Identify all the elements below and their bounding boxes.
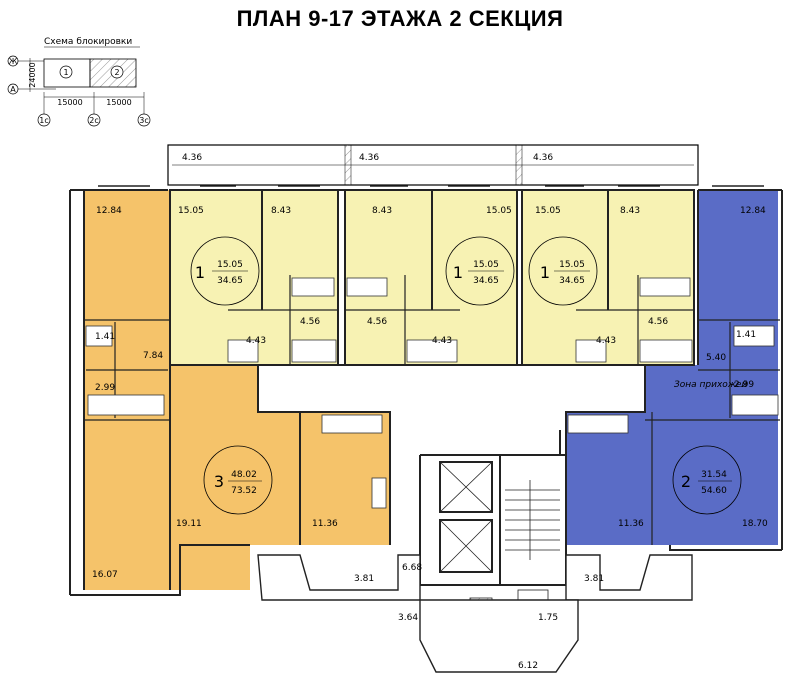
area-orange-wc: 2.99 [95, 383, 115, 393]
room-area-labels: 12.84 1.41 7.84 2.99 19.11 11.36 16.07 1… [92, 206, 768, 671]
area-blue-hall: 5.40 [706, 353, 726, 363]
area-orange-living: 19.11 [176, 519, 202, 529]
area-y3-room: 15.05 [535, 206, 561, 216]
apartment-2-total: 34.65 [473, 276, 499, 286]
apartment-3: 1 15.05 34.65 [528, 236, 598, 306]
walls [69, 189, 783, 596]
block-scheme: Схема блокировки Ж А 24000 1 2 15000 150… [7, 37, 151, 127]
apartment-4-rooms: 3 [214, 472, 224, 491]
apartment-5-total: 54.60 [701, 486, 727, 496]
apartment-5: 2 31.54 54.60 [672, 445, 742, 515]
scheme-axis-row-1: Ж [9, 57, 18, 66]
area-bay: 6.12 [518, 661, 538, 671]
scheme-section-2: 2 [114, 68, 119, 77]
scheme-axis-col-3: 3с [139, 116, 149, 125]
apartment-4-total: 73.52 [231, 486, 257, 496]
scheme-caption: Схема блокировки [44, 37, 132, 47]
area-y2-bath: 4.56 [367, 317, 387, 327]
area-loggia-right: 3.81 [584, 574, 604, 584]
area-orange-kitchen: 11.36 [312, 519, 338, 529]
area-orange-bottom: 16.07 [92, 570, 118, 580]
area-y1-kitchen: 8.43 [271, 206, 291, 216]
area-shaft: 1.75 [538, 613, 558, 623]
area-orange-left-top: 12.84 [96, 206, 122, 216]
scheme-axis-row-2: А [10, 85, 16, 94]
balcony-strip: 4.36 4.36 4.36 [167, 144, 699, 186]
area-orange-bath: 1.41 [95, 332, 115, 342]
page-title: ПЛАН 9-17 ЭТАЖА 2 СЕКЦИЯ [236, 6, 564, 31]
area-y3-bath: 4.56 [648, 317, 668, 327]
area-loggia-left: 3.81 [354, 574, 374, 584]
apartment-2-rooms: 1 [453, 263, 463, 282]
apartment-3-total: 34.65 [559, 276, 585, 286]
area-zone-label: Зона прихожей [674, 380, 747, 390]
apartment-4-living: 48.02 [231, 470, 257, 480]
area-y1-bath: 4.56 [300, 317, 320, 327]
apartment-5-living: 31.54 [701, 470, 727, 480]
apartment-labels: 1 15.05 34.65 1 15.05 34.65 1 15.05 34.6… [190, 236, 742, 515]
apartment-2-living: 15.05 [473, 260, 499, 270]
apartment-1-living: 15.05 [217, 260, 243, 270]
apartment-3-rooms: 1 [540, 263, 550, 282]
scheme-horizontal-dim-2: 15000 [106, 98, 131, 107]
scheme-axis-col-1: 1с [39, 116, 49, 125]
area-y3-kitchen: 8.43 [620, 206, 640, 216]
scheme-section-1: 1 [63, 68, 68, 77]
loggias [257, 554, 693, 673]
scheme-horizontal-dim-1: 15000 [57, 98, 82, 107]
area-blue-wc: 2.99 [734, 380, 754, 390]
area-y1-room: 15.05 [178, 206, 204, 216]
apartment-5-rooms: 2 [681, 472, 691, 491]
scheme-axis-col-2: 2с [89, 116, 99, 125]
scheme-vertical-dim: 24000 [28, 62, 37, 87]
area-y2-hall: 4.43 [432, 336, 452, 346]
apartment-1-rooms: 1 [195, 263, 205, 282]
apartment-1-total: 34.65 [217, 276, 243, 286]
balcony-area-3: 4.36 [533, 153, 553, 163]
area-lobby: 3.64 [398, 613, 418, 623]
fixtures [85, 277, 779, 509]
area-orange-hall: 7.84 [143, 351, 163, 361]
area-blue-room: 18.70 [742, 519, 768, 529]
area-corridor: 6.68 [402, 563, 422, 573]
area-y2-kitchen: 8.43 [372, 206, 392, 216]
apartment-3-living: 15.05 [559, 260, 585, 270]
apartment-1: 1 15.05 34.65 [190, 236, 260, 306]
area-y2-room: 15.05 [486, 206, 512, 216]
area-blue-kitchen: 11.36 [618, 519, 644, 529]
apartment-4: 3 48.02 73.52 [203, 445, 273, 515]
area-blue-bath: 1.41 [736, 330, 756, 340]
area-y3-hall: 4.43 [596, 336, 616, 346]
balcony-area-1: 4.36 [182, 153, 202, 163]
area-blue-top: 12.84 [740, 206, 766, 216]
area-y1-hall: 4.43 [246, 336, 266, 346]
balcony-area-2: 4.36 [359, 153, 379, 163]
apartment-2: 1 15.05 34.65 [445, 236, 515, 306]
